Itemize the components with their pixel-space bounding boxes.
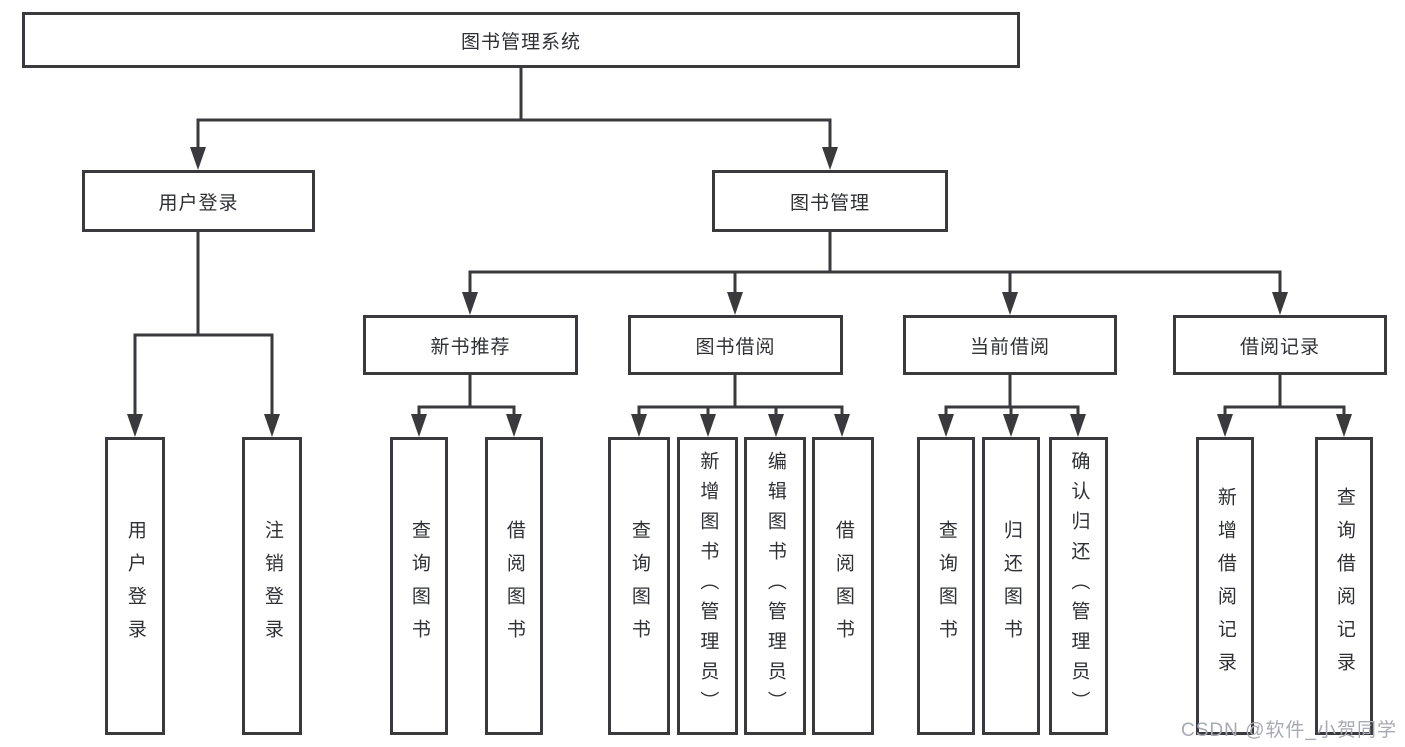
node-label: 借阅记录	[1239, 336, 1320, 358]
arrowhead-icon	[1002, 292, 1018, 315]
node-label: 新增借阅记录	[1214, 487, 1236, 685]
leaf-user-login: 用户登录	[105, 437, 165, 735]
arrowhead-icon	[127, 414, 143, 437]
node-book-management: 图书管理	[712, 170, 948, 232]
leaf-borrowing-query-books: 查询图书	[608, 437, 670, 735]
node-label: 用户登录	[158, 192, 239, 214]
arrowhead-icon	[1070, 414, 1086, 437]
leaf-current-confirm-return-admin: 确认归还（管理员）	[1049, 437, 1108, 735]
arrowhead-icon	[1272, 292, 1288, 315]
node-label: 图书借阅	[695, 336, 776, 358]
node-label: 借阅图书	[503, 520, 525, 652]
node-label: 新书推荐	[430, 336, 511, 358]
node-label: 查询图书	[935, 520, 957, 652]
node-label: 注销登录	[261, 520, 283, 652]
connector-book-borrowing-to-leaves	[637, 375, 844, 419]
leaf-borrowing-edit-books-admin: 编辑图书（管理员）	[744, 437, 806, 735]
node-label: 查询借阅记录	[1333, 487, 1355, 685]
arrowhead-icon	[190, 147, 206, 170]
arrowhead-icon	[462, 292, 478, 315]
arrowhead-icon	[631, 414, 647, 437]
connector-root-to-level2	[196, 68, 832, 151]
leaf-borrowing-add-books-admin: 新增图书（管理员）	[677, 437, 738, 735]
node-label: 归还图书	[1000, 520, 1022, 652]
node-label: 新增图书（管理员）	[697, 451, 719, 721]
arrowhead-icon	[768, 414, 784, 437]
leaf-current-return-books: 归还图书	[982, 437, 1040, 735]
node-label: 用户登录	[124, 520, 146, 652]
arrowhead-icon	[938, 414, 954, 437]
arrowhead-icon	[700, 414, 716, 437]
node-root-library-system: 图书管理系统	[22, 12, 1020, 68]
connector-book-management-to-level3	[468, 232, 1282, 297]
node-user-login: 用户登录	[82, 170, 315, 232]
connector-current-borrowing-to-leaves	[944, 375, 1080, 419]
arrowhead-icon	[1336, 414, 1352, 437]
node-label: 查询图书	[408, 520, 430, 652]
node-label: 当前借阅	[969, 336, 1050, 358]
leaf-borrowing-borrow-books: 借阅图书	[812, 437, 874, 735]
leaf-current-query-books: 查询图书	[917, 437, 975, 735]
arrowhead-icon	[834, 414, 850, 437]
node-label: 图书管理	[789, 192, 870, 214]
node-label: 编辑图书（管理员）	[764, 451, 786, 721]
connector-user-login-to-leaves	[133, 232, 274, 419]
node-label: 查询图书	[628, 520, 650, 652]
leaf-records-add-record: 新增借阅记录	[1196, 437, 1254, 735]
arrowhead-icon	[264, 414, 280, 437]
node-label: 借阅图书	[832, 520, 854, 652]
arrowhead-icon	[506, 414, 522, 437]
arrowhead-icon	[1003, 414, 1019, 437]
leaf-records-query-record: 查询借阅记录	[1315, 437, 1373, 735]
node-current-borrowing: 当前借阅	[903, 315, 1117, 375]
node-borrowing-records: 借阅记录	[1173, 315, 1387, 375]
connector-new-book-recommend-to-leaves	[417, 375, 516, 419]
arrowhead-icon	[1217, 414, 1233, 437]
arrowheads	[127, 147, 1352, 437]
node-label: 图书管理系统	[460, 31, 581, 53]
node-label: 确认归还（管理员）	[1068, 451, 1090, 721]
arrowhead-icon	[727, 292, 743, 315]
arrowhead-icon	[822, 147, 838, 170]
node-new-book-recommend: 新书推荐	[363, 315, 578, 375]
leaf-logout: 注销登录	[242, 437, 302, 735]
leaf-recommend-query-books: 查询图书	[390, 437, 448, 735]
connector-borrowing-records-to-leaves	[1223, 375, 1346, 419]
leaf-recommend-borrow-books: 借阅图书	[485, 437, 543, 735]
arrowhead-icon	[411, 414, 427, 437]
node-book-borrowing: 图书借阅	[628, 315, 843, 375]
